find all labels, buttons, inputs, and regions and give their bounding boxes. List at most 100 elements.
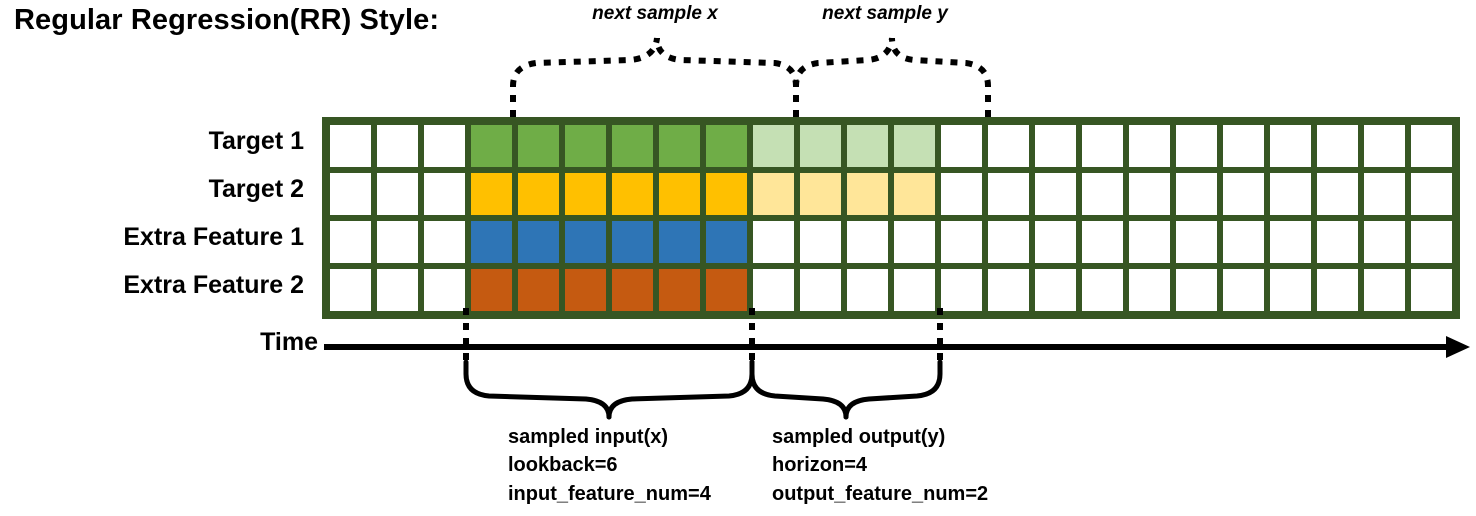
grid-cell-blank — [1079, 218, 1126, 266]
grid-cell-blank — [1408, 266, 1455, 314]
sampled-input-caption: sampled input(x) lookback=6 input_featur… — [508, 423, 711, 508]
grid-cell-blank — [938, 218, 985, 266]
grid-cell-blank — [1314, 122, 1361, 170]
grid-cell-blank — [1126, 218, 1173, 266]
grid-cell-blank — [1126, 170, 1173, 218]
grid-cell-blank — [1079, 122, 1126, 170]
grid-cell-blank — [1314, 170, 1361, 218]
caption-right-line-2: horizon=4 — [772, 454, 868, 477]
grid-cell-input — [656, 266, 703, 314]
grid-cell-output — [797, 170, 844, 218]
timeline-grid — [322, 117, 1460, 319]
grid-cell-input — [468, 170, 515, 218]
grid-cell-blank — [797, 266, 844, 314]
grid-cell-input — [468, 266, 515, 314]
grid-cell-blank — [1314, 218, 1361, 266]
grid-cell-input — [515, 170, 562, 218]
grid-cell-output — [797, 122, 844, 170]
grid-cell-blank — [1126, 122, 1173, 170]
grid-cell-blank — [1314, 266, 1361, 314]
time-axis-arrow — [324, 336, 1470, 358]
grid-cell-blank — [938, 122, 985, 170]
grid-cell-blank — [985, 170, 1032, 218]
grid-cell-blank — [327, 122, 374, 170]
grid-cell-input — [609, 218, 656, 266]
grid-cell-blank — [1032, 170, 1079, 218]
grid-cell-blank — [1173, 170, 1220, 218]
grid-cell-blank — [985, 122, 1032, 170]
grid-cell-input — [562, 266, 609, 314]
caption-left-line-3: input_feature_num=4 — [508, 482, 711, 505]
grid-cell-input — [656, 122, 703, 170]
time-axis-label: Time — [260, 328, 318, 356]
grid-row — [327, 122, 1455, 170]
grid-cell-blank — [985, 266, 1032, 314]
grid-row — [327, 218, 1455, 266]
grid-cell-input — [468, 218, 515, 266]
grid-cell-blank — [1220, 266, 1267, 314]
grid-cell-blank — [1267, 218, 1314, 266]
grid-cell-blank — [1408, 170, 1455, 218]
grid-cell-blank — [421, 122, 468, 170]
grid-cell-input — [609, 170, 656, 218]
next-sample-y-label: next sample y — [822, 3, 948, 24]
grid-cell-input — [703, 170, 750, 218]
grid-cell-input — [515, 122, 562, 170]
grid-cell-input — [609, 266, 656, 314]
row-label-target-1: Target 1 — [208, 127, 304, 155]
grid-cell-blank — [891, 266, 938, 314]
grid-cell-blank — [1079, 266, 1126, 314]
grid-cell-blank — [1079, 170, 1126, 218]
grid-cell-blank — [1220, 170, 1267, 218]
caption-left-line-2: lookback=6 — [508, 454, 618, 477]
grid-cell-blank — [1361, 218, 1408, 266]
next-sample-x-label: next sample x — [592, 3, 718, 24]
grid-cell-input — [609, 122, 656, 170]
caption-right-line-3: output_feature_num=2 — [772, 482, 989, 505]
grid-cell-blank — [374, 266, 421, 314]
grid-cell-blank — [1126, 266, 1173, 314]
grid-cell-input — [703, 122, 750, 170]
grid-cell-blank — [374, 218, 421, 266]
grid-row — [327, 266, 1455, 314]
grid-cell-output — [891, 122, 938, 170]
grid-cell-input — [703, 218, 750, 266]
sampled-output-caption: sampled output(y) horizon=4 output_featu… — [772, 423, 988, 508]
grid-cell-blank — [1032, 218, 1079, 266]
grid-cell-blank — [1361, 170, 1408, 218]
grid-cell-input — [562, 218, 609, 266]
grid-cell-blank — [985, 218, 1032, 266]
page-title: Regular Regression(RR) Style: — [14, 4, 440, 36]
grid-cell-blank — [1220, 218, 1267, 266]
grid-cell-input — [562, 170, 609, 218]
grid-cell-input — [468, 122, 515, 170]
row-label-extra-feature-1: Extra Feature 1 — [123, 223, 304, 251]
grid-cell-blank — [938, 170, 985, 218]
grid-cell-input — [656, 170, 703, 218]
grid-cell-output — [891, 170, 938, 218]
grid-cell-input — [656, 218, 703, 266]
grid-cell-output — [750, 170, 797, 218]
row-label-extra-feature-2: Extra Feature 2 — [123, 271, 304, 299]
grid-cell-blank — [1361, 122, 1408, 170]
grid-cell-blank — [327, 170, 374, 218]
grid-cell-output — [844, 122, 891, 170]
grid-cell-blank — [1032, 266, 1079, 314]
grid-cell-input — [515, 266, 562, 314]
grid-row — [327, 170, 1455, 218]
grid-cell-blank — [1267, 266, 1314, 314]
grid-cell-blank — [797, 218, 844, 266]
grid-cell-blank — [1267, 122, 1314, 170]
grid-cell-blank — [327, 218, 374, 266]
grid-cell-input — [515, 218, 562, 266]
grid-cell-blank — [1361, 266, 1408, 314]
grid-cell-blank — [1408, 122, 1455, 170]
grid-cell-blank — [374, 122, 421, 170]
caption-right-line-1: sampled output(y) — [772, 426, 946, 448]
grid-cell-blank — [1408, 218, 1455, 266]
row-label-target-2: Target 2 — [208, 175, 304, 203]
grid-cell-blank — [1173, 218, 1220, 266]
grid-cell-blank — [374, 170, 421, 218]
grid-cell-blank — [844, 266, 891, 314]
